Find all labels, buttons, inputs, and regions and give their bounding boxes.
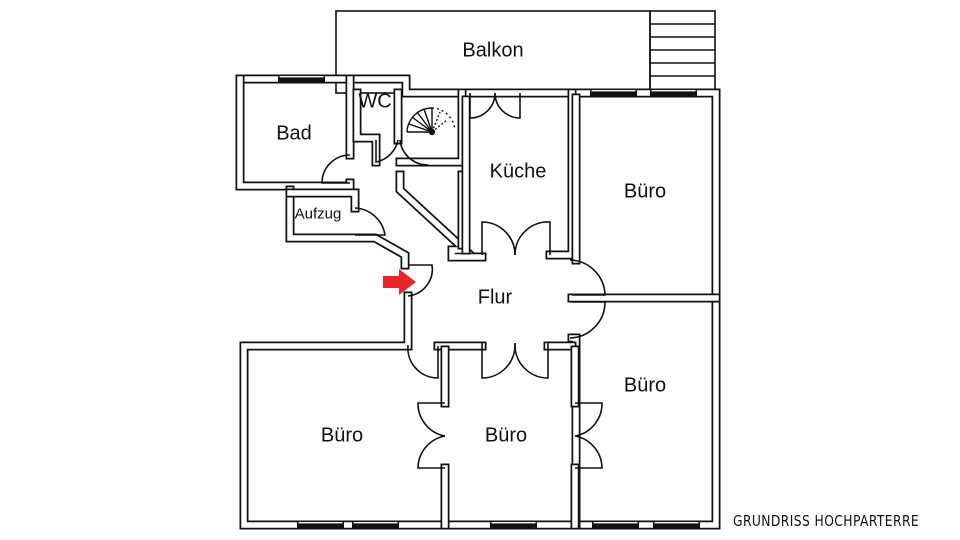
window xyxy=(650,88,697,98)
office-left-door xyxy=(407,344,439,379)
office-middle-left-door-a xyxy=(417,402,446,437)
room-label-aufzug: Aufzug xyxy=(294,205,342,223)
kitchen-balcony-door-left xyxy=(469,92,496,119)
window xyxy=(278,74,325,84)
room-label-balkon: Balkon xyxy=(462,39,524,62)
wall-segment xyxy=(287,190,358,211)
office-middle-door-right xyxy=(514,342,549,379)
elevator-door xyxy=(354,207,386,236)
kitchen-door-left xyxy=(481,221,516,256)
room-label-kueche: Küche xyxy=(489,160,547,183)
office-middle-right-door-a xyxy=(574,402,603,437)
window xyxy=(490,520,537,530)
stair-door xyxy=(399,139,429,166)
window xyxy=(297,520,344,530)
room-label-buero-top-right: Büro xyxy=(623,180,667,203)
office-middle-left-door-b xyxy=(417,435,446,469)
bathroom-door xyxy=(321,154,351,184)
wall-segment xyxy=(397,172,485,260)
room-label-buero-bottom-middle: Büro xyxy=(484,424,528,447)
window-pane-line xyxy=(353,522,398,524)
wall-segment xyxy=(237,76,719,528)
windows xyxy=(278,74,700,530)
room-label-bad: Bad xyxy=(276,122,312,145)
doors xyxy=(321,92,606,469)
wall-segment xyxy=(287,187,408,268)
window-pane-line xyxy=(591,90,636,92)
office-middle-right-door-b xyxy=(574,435,603,469)
window-pane-line xyxy=(593,522,638,524)
window-pane-line xyxy=(298,522,343,524)
room-label-buero-bottom-left: Büro xyxy=(320,424,364,447)
entrance-arrow-icon xyxy=(383,269,416,295)
wall-segment xyxy=(285,185,410,270)
entrance-door xyxy=(407,264,434,297)
window xyxy=(592,520,639,530)
office-top-right-door xyxy=(569,259,606,296)
wall-segment xyxy=(237,76,353,189)
window xyxy=(590,88,637,98)
window-pane-line xyxy=(651,90,696,92)
room-label-buero-bottom-right: Büro xyxy=(623,374,667,397)
wc-door xyxy=(375,139,399,163)
window-pane-line xyxy=(279,76,324,78)
room-label-flur: Flur xyxy=(477,286,513,309)
window xyxy=(352,520,399,530)
plan-title: GRUNDRISS HOCHPARTERRE xyxy=(733,512,920,530)
walls xyxy=(235,74,721,530)
wall-segment xyxy=(545,88,577,260)
kitchen-door-right xyxy=(514,221,551,256)
window xyxy=(653,520,700,530)
stairs xyxy=(649,10,716,92)
office-middle-door-left xyxy=(481,342,516,379)
office-bottom-right-door xyxy=(569,301,606,339)
kitchen-balcony-door-right xyxy=(494,92,521,119)
window-pane-line xyxy=(491,522,536,524)
window-pane-line xyxy=(654,522,699,524)
room-label-wc: WC xyxy=(358,90,392,113)
spiral-stair-icon xyxy=(406,107,456,136)
